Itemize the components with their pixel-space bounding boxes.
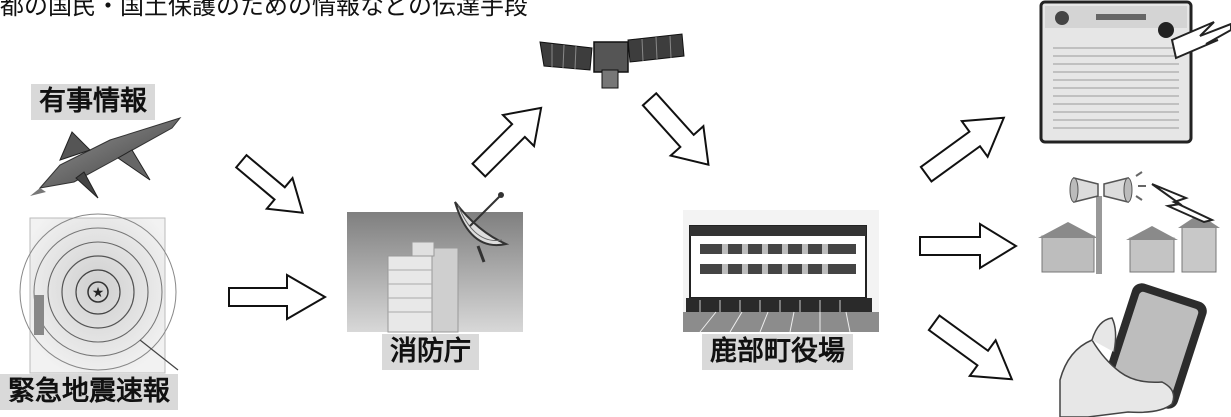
arrow-town-to-loudspeaker — [919, 222, 1018, 270]
indoor-receiver-image — [1039, 0, 1231, 144]
arrow-agency-to-satellite — [471, 106, 543, 178]
flow-arrows — [228, 91, 1018, 381]
arrow-missile-to-agency — [234, 153, 305, 214]
earthquake-alert-label: 緊急地震速報 — [0, 374, 178, 410]
arrow-town-to-smartphone — [927, 314, 1014, 381]
seismic-map-image: ★ — [19, 213, 179, 374]
missile-image — [30, 117, 182, 199]
arrow-town-to-receiver — [919, 116, 1006, 183]
emergency-info-label: 有事情報 — [31, 84, 155, 120]
satellite-dish-icon — [454, 192, 510, 263]
lightning-bolt-icon — [1151, 183, 1215, 224]
svg-text:★: ★ — [92, 285, 105, 301]
town-office-building-image — [683, 210, 879, 333]
arrow-earthquake-to-agency — [228, 273, 327, 321]
smartphone-image — [1059, 283, 1207, 417]
town-office-label: 鹿部町役場 — [702, 334, 853, 370]
satellite-image — [539, 33, 685, 89]
cropped-top-caption: 都の国民・国土保護のための情報などの伝達手段 — [0, 0, 528, 20]
fire-agency-label: 消防庁 — [382, 334, 479, 370]
lightning-bolt-icon — [1170, 21, 1231, 60]
arrow-satellite-to-town — [641, 91, 710, 167]
speaker-grille — [1053, 47, 1179, 129]
fire-agency-building-image — [347, 192, 523, 333]
outdoor-loudspeaker-image — [1038, 171, 1220, 274]
